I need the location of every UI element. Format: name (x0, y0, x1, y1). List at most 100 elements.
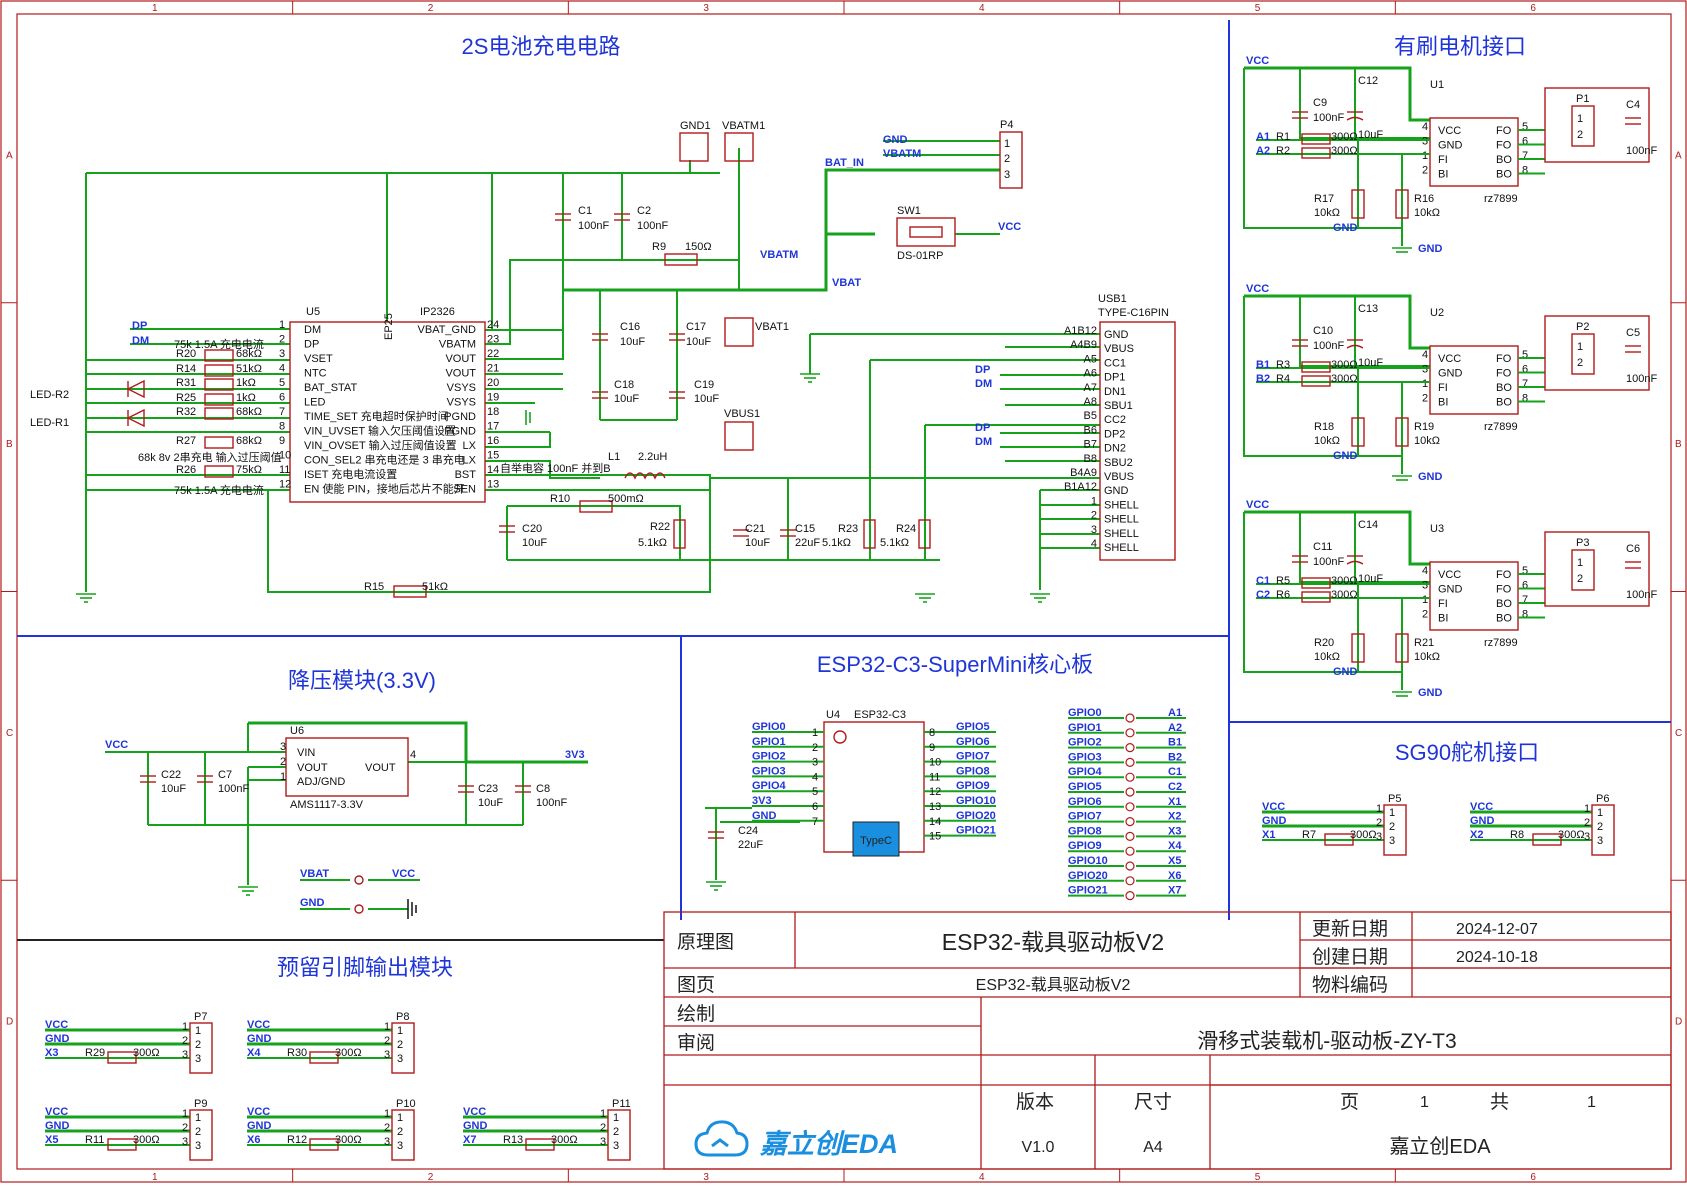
u5-pin-name: PGND (444, 426, 476, 438)
header-net-vcc: VCC (463, 1106, 486, 1118)
motor-connector-frame (1544, 87, 1650, 163)
frame-col-label: 5 (1255, 3, 1261, 14)
driver-pin-num: 3 (1422, 136, 1428, 148)
driver-pin-num: 6 (1522, 364, 1528, 376)
header-net-signal: X6 (247, 1134, 260, 1146)
pulldown-b-val: 10kΩ (1414, 651, 1440, 663)
usb-pin-num: A4B9 (1070, 339, 1097, 351)
sw1-ref: SW1 (897, 205, 921, 217)
resistor-body (1395, 189, 1409, 219)
u5-pin-num: 15 (487, 450, 499, 462)
map-signal: X2 (1168, 811, 1181, 823)
driver-pin-name: BI (1438, 169, 1448, 181)
resistor-val: 1kΩ (236, 392, 256, 404)
section-title-motor: 有刷电机接口 (1394, 34, 1526, 59)
usb-pin-name: DN1 (1104, 386, 1126, 398)
esp-right-net: GPIO8 (956, 765, 990, 777)
usb-pin-num: B7 (1084, 439, 1097, 451)
header-pin: 3 (613, 1140, 619, 1152)
sw1-val: DS-01RP (897, 250, 943, 262)
u5-pin-name: CON_SEL2 串充电还是 3 串充电 (304, 453, 465, 467)
driver-body (1429, 561, 1519, 631)
esp-left-pin: 1 (812, 727, 818, 739)
resistor-body (204, 393, 234, 406)
u5-pin-num: 13 (487, 479, 499, 491)
esp-right-pin: 8 (929, 727, 935, 739)
map-gpio: GPIO1 (1068, 722, 1102, 734)
header-body (1591, 804, 1615, 856)
driver-pin-num: 3 (1422, 580, 1428, 592)
header-pin-num: 3 (384, 1136, 390, 1148)
u5-pin-name: SEN (453, 484, 476, 496)
pulldown-a-val: 10kΩ (1314, 435, 1340, 447)
usb-pin-num: A7 (1084, 382, 1097, 394)
usb-pin-name: SBU1 (1104, 400, 1133, 412)
resistor-ref: R2 (1276, 145, 1290, 157)
map-jumper (1125, 728, 1135, 738)
header-pin: 2 (195, 1126, 201, 1138)
ground-symbols-charger (76, 373, 1050, 603)
c15-ref: C15 (795, 523, 815, 535)
header-ref: P7 (194, 1011, 207, 1023)
p4-net-vbatm: VBATM (883, 148, 921, 160)
driver-pin-num: 1 (1422, 378, 1428, 390)
frame-col-label: 2 (428, 1172, 434, 1183)
resistor-ref: R27 (176, 435, 196, 447)
driver-in-a: C1 (1256, 575, 1270, 587)
motor-connector-frame (1544, 315, 1650, 391)
tb-created: 2024-10-18 (1456, 949, 1538, 966)
header-pin: 1 (195, 1025, 201, 1037)
cap-a-val: 100nF (1313, 340, 1344, 352)
motor-cap-val: 100nF (1626, 145, 1657, 157)
header-pin-num: 1 (1376, 803, 1382, 815)
header-net-vcc: VCC (1470, 801, 1493, 813)
header-net-signal: X7 (463, 1134, 476, 1146)
c1-val: 100nF (578, 220, 609, 232)
header-pin-num: 2 (1376, 817, 1382, 829)
map-jumper (1125, 772, 1135, 782)
frame-row-label: A (6, 150, 13, 161)
map-signal: A1 (1168, 707, 1182, 719)
u5-pin-name: VSET (304, 353, 333, 365)
map-gpio: GPIO6 (1068, 796, 1102, 808)
net-vbat: VBAT (832, 277, 861, 289)
header-pin-num: 3 (1376, 831, 1382, 843)
map-signal: X4 (1168, 840, 1182, 852)
header-net-gnd: GND (1262, 815, 1287, 827)
l1-val: 2.2uH (638, 451, 667, 463)
driver-pin-name: GND (1438, 140, 1463, 152)
resistor-val: 75kΩ (236, 464, 262, 476)
usb-pin-num: 3 (1091, 524, 1097, 536)
usb-pin-name: SBU2 (1104, 457, 1133, 469)
header-rail (1470, 810, 1592, 828)
usb-pin-name: SHELL (1104, 499, 1139, 511)
header-resistor-val: 300Ω (1350, 829, 1377, 841)
pulldown-a-val: 10kΩ (1314, 651, 1340, 663)
motor-connector-pin: 2 (1577, 129, 1583, 141)
u5-pin-num: 17 (487, 421, 499, 433)
cap-a-val: 100nF (1313, 556, 1344, 568)
u6-pin-num-1: 1 (280, 771, 286, 783)
motor-net-gnd: GND (1333, 666, 1358, 678)
resistor-body (1301, 361, 1331, 373)
section-title-buck: 降压模块(3.3V) (288, 668, 436, 693)
u5-pin-name: NTC (304, 368, 327, 380)
driver-pin-num: 3 (1422, 364, 1428, 376)
header-net-signal: X4 (247, 1047, 261, 1059)
resistor-body (309, 1051, 339, 1064)
c8-val: 100nF (536, 797, 567, 809)
section-title-esp: ESP32-C3-SuperMini核心板 (817, 652, 1093, 677)
sw1-net-vcc: VCC (998, 221, 1021, 233)
motor-drivers: VCCC9100nFC1210uFU1rz7899VCC4GND3FI1BI2F… (1243, 55, 1657, 699)
driver-part: rz7899 (1484, 421, 1518, 433)
usb-pin-num: A6 (1084, 368, 1097, 380)
u5-pin-name: VOUT (445, 353, 476, 365)
resistor-body (204, 407, 234, 420)
motor-gnd-wire (1243, 512, 1400, 673)
resistor-body (204, 378, 234, 391)
driver-pin-name: FO (1496, 584, 1512, 596)
resistor-val: 300Ω (1331, 575, 1358, 587)
cap-a-ref: C9 (1313, 97, 1327, 109)
buck-net-3v3: 3V3 (565, 749, 585, 761)
